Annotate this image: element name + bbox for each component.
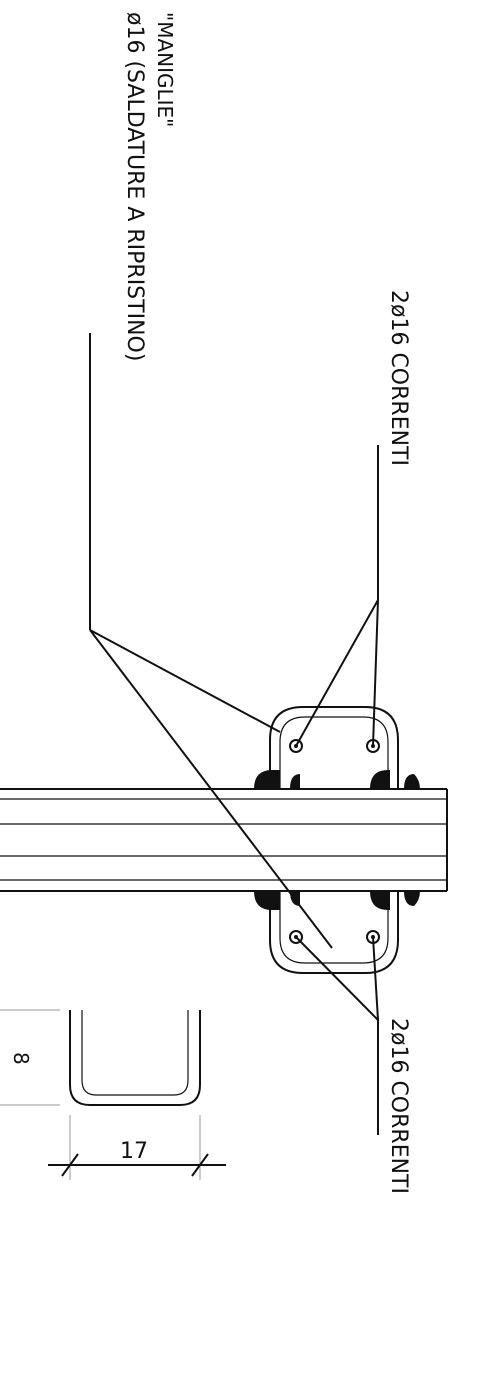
top-bars-leader [295, 445, 379, 747]
handles-title-label: "MANIGLIE" [153, 12, 177, 127]
handle-shape-detail [69, 1010, 201, 1106]
dimension-17-value: 17 [120, 1139, 148, 1164]
dimension-17: 17 [48, 1115, 226, 1180]
partial-dimension: 8 [0, 1009, 60, 1106]
bottom-longitudinal-bars [289, 930, 380, 944]
partial-dimension-value: 8 [9, 1052, 33, 1065]
handles-spec-label: ø16 (SALDATURE A RIPRISTINO) [122, 12, 147, 361]
top-longitudinal-bars [289, 739, 380, 753]
bottom-handle-stirrup [269, 891, 399, 974]
steel-beam-profile [0, 788, 448, 892]
weld-fillets [254, 770, 420, 910]
bottom-bars-leader [295, 936, 379, 1135]
top-handle-stirrup [269, 706, 399, 789]
top-bars-label: 2ø16 CORRENTI [386, 290, 411, 466]
bottom-bars-label: 2ø16 CORRENTI [386, 1018, 411, 1194]
